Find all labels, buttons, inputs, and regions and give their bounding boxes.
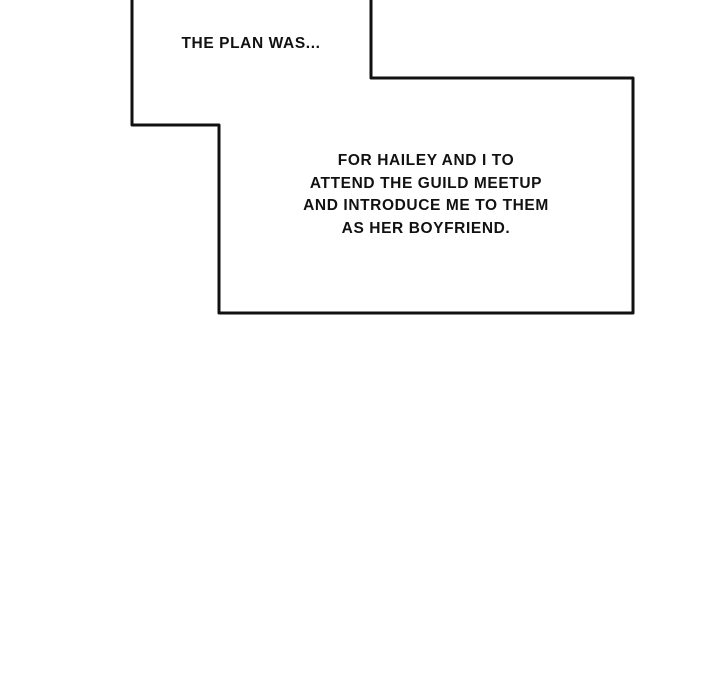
- caption-line: FOR HAILEY AND I TO: [337, 152, 515, 169]
- caption-line: AND INTRODUCE ME TO THEM: [303, 197, 549, 215]
- caption-the-plan-was: THE PLAN WAS...: [181, 35, 321, 52]
- caption-plan-description: FOR HAILEY AND I TO ATTEND THE GUILD MEE…: [219, 150, 633, 240]
- caption-line: AS HER BOYFRIEND.: [341, 219, 511, 237]
- caption-line: ATTEND THE GUILD MEETUP: [309, 174, 543, 192]
